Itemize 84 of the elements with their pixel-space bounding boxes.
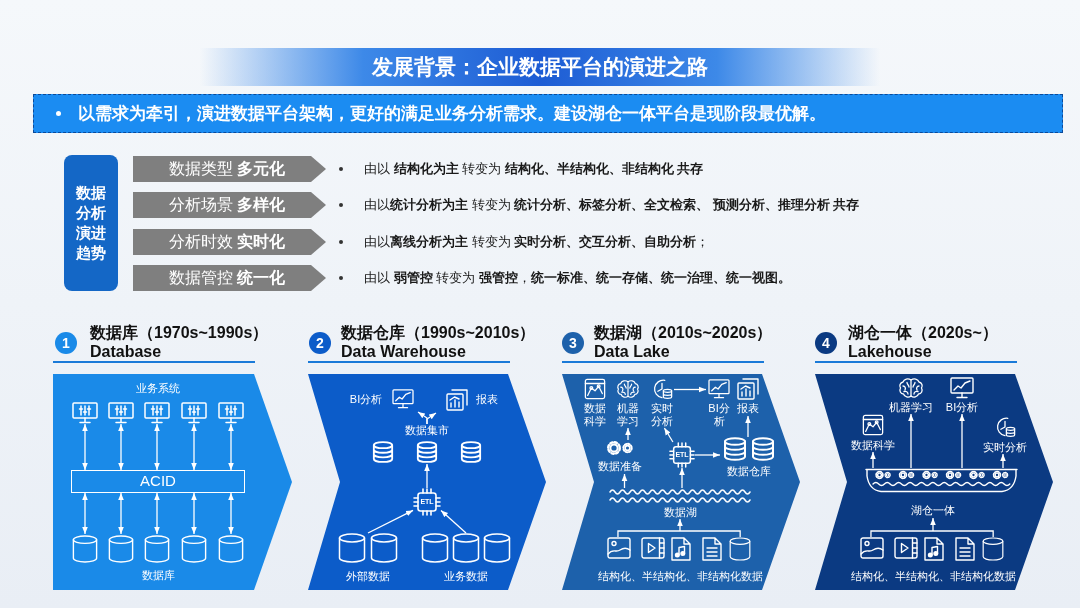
node-label: 机器学习 [888, 401, 934, 414]
database-cylinder [144, 534, 170, 564]
double-arrow [154, 492, 160, 535]
arrow [621, 473, 628, 489]
trend-label-box: 数据分析演进趋势 [64, 155, 118, 291]
monitor-icon [108, 402, 134, 424]
arrow-band: 分析场景 多样化 [133, 192, 326, 218]
double-arrow [228, 492, 234, 535]
node-label: 湖仓一体 [910, 504, 956, 517]
monitor-icon [72, 402, 98, 424]
group-label: 业务系统 [135, 382, 181, 395]
database-cylinder [72, 534, 98, 564]
arrow [679, 467, 685, 489]
group-label: 数据库 [140, 569, 176, 582]
arrow [745, 415, 751, 438]
arrow [424, 463, 430, 489]
step-number-badge: 4 [815, 332, 837, 354]
database-cylinder [181, 534, 207, 564]
double-arrow [82, 492, 88, 535]
double-arrow [191, 423, 197, 471]
arrow [959, 413, 965, 469]
arrow [673, 386, 707, 393]
process-box: ACID [71, 470, 245, 493]
node-label: 结构化、半结构化、非结构化数据 [596, 570, 764, 583]
node-label: 数据科学 [583, 402, 607, 427]
arrow-band: 数据类型 多元化 [133, 156, 326, 182]
arrow-band: 数据管控 统一化 [133, 265, 326, 291]
node-label: 报表 [475, 393, 499, 406]
monitor-icon [218, 402, 244, 424]
description-text: 由以 结构化为主 转变为 结构化、半结构化、非结构化 共存 [364, 160, 704, 178]
node-label: BI分析 [707, 402, 731, 427]
node-label: BI分析 [944, 401, 980, 414]
arrow [870, 517, 994, 538]
arrow [426, 412, 437, 425]
panel-subtitle: Data Lake [594, 342, 670, 361]
node-label: BI分析 [348, 393, 384, 406]
node-label: 数据科学 [851, 439, 895, 452]
monitor-icon [181, 402, 207, 424]
arrow [440, 509, 467, 534]
node-label: 数据准备 [597, 460, 643, 473]
node-label: 结构化、半结构化、非结构化数据 [849, 570, 1017, 583]
slide-title: 发展背景：企业数据平台的演进之路 [200, 48, 880, 86]
step-number-badge: 1 [55, 332, 77, 354]
double-arrow [118, 423, 124, 471]
arrow [694, 452, 721, 458]
arrow [870, 451, 876, 469]
double-arrow [191, 492, 197, 535]
database-cylinder [218, 534, 244, 564]
node-label: 业务数据 [443, 570, 489, 583]
node-label: 实时分析 [650, 402, 674, 427]
arrow [1000, 453, 1006, 469]
panel-subtitle: Database [90, 342, 162, 361]
arrow-band: 分析时效 实时化 [133, 229, 326, 255]
double-arrow [118, 492, 124, 535]
panel-subtitle: Data Warehouse [341, 342, 466, 361]
node-label: 外部数据 [345, 570, 391, 583]
arrow [617, 518, 741, 538]
node-label: 数据仓库 [726, 465, 772, 478]
arrow [625, 427, 631, 441]
double-arrow [154, 423, 160, 471]
description-text: 由以统计分析为主 转变为 统计分析、标签分析、全文检索、 预测分析、推理分析 共存 [364, 196, 860, 214]
monitor-icon [144, 402, 170, 424]
arrow [908, 413, 914, 469]
arrow [367, 509, 414, 534]
banner-text: 以需求为牵引，演进数据平台架构，更好的满足业务分析需求。建设湖仓一体平台是现阶段最优解。 [78, 103, 826, 125]
panel-title: 数据库（1970s~1990s） [90, 323, 269, 342]
node-label: 数据湖 [662, 506, 698, 519]
panel-title: 湖仓一体（2020s~） [848, 323, 998, 342]
panel-title: 数据湖（2010s~2020s） [594, 323, 773, 342]
arrow [663, 427, 674, 443]
database-cylinder [108, 534, 134, 564]
node-label: 报表 [736, 402, 760, 415]
description-text: 由以 弱管控 转变为 强管控，统一标准、统一存储、统一治理、统一视图。 [364, 269, 791, 287]
description-text: 由以离线分析为主 转变为 实时分析、交互分析、自助分析； [364, 233, 710, 251]
panel-subtitle: Lakehouse [848, 342, 932, 361]
double-arrow [82, 423, 88, 471]
step-number-badge: 2 [309, 332, 331, 354]
node-label: 数据集市 [404, 424, 450, 437]
panel-title: 数据仓库（1990s~2010s） [341, 323, 536, 342]
node-label: 实时分析 [983, 441, 1027, 454]
step-number-badge: 3 [562, 332, 584, 354]
double-arrow [228, 423, 234, 471]
banner-box [33, 94, 1063, 133]
node-label: 机器学习 [616, 402, 640, 427]
